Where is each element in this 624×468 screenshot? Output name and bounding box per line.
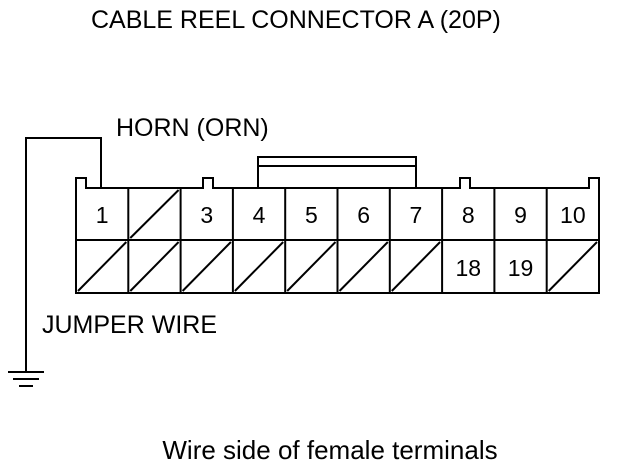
connector-latch bbox=[257, 156, 417, 188]
empty-terminal-mark bbox=[391, 241, 441, 292]
empty-terminal-mark bbox=[338, 241, 389, 292]
ground-icon bbox=[8, 371, 44, 387]
diagram-title: CABLE REEL CONNECTOR A (20P) bbox=[91, 6, 501, 34]
empty-terminal-mark bbox=[129, 189, 180, 239]
terminal-number: 4 bbox=[253, 202, 266, 228]
connector-outline bbox=[75, 177, 600, 294]
empty-terminal-mark bbox=[181, 241, 232, 292]
empty-terminal-mark bbox=[77, 241, 128, 292]
empty-terminal-mark bbox=[286, 241, 337, 292]
terminal-number: 10 bbox=[560, 202, 586, 228]
terminal-number: 5 bbox=[305, 202, 318, 228]
terminal-number: 9 bbox=[514, 202, 527, 228]
jumper-wire-label: JUMPER WIRE bbox=[42, 311, 217, 339]
terminal-number: 19 bbox=[508, 255, 534, 281]
terminal-number: 8 bbox=[462, 202, 475, 228]
diagram-caption: Wire side of female terminals bbox=[162, 435, 498, 465]
empty-terminal-mark bbox=[234, 241, 284, 292]
empty-terminal-mark bbox=[129, 241, 180, 292]
jumper-wire bbox=[25, 137, 102, 372]
empty-terminal-mark bbox=[547, 241, 598, 292]
terminal-number: 3 bbox=[200, 202, 213, 228]
terminal-number: 6 bbox=[357, 202, 370, 228]
terminal-number: 7 bbox=[410, 202, 423, 228]
terminal-number: 1 bbox=[96, 202, 109, 228]
horn-wire-label: HORN (ORN) bbox=[116, 114, 269, 142]
terminal-number: 18 bbox=[455, 255, 481, 281]
